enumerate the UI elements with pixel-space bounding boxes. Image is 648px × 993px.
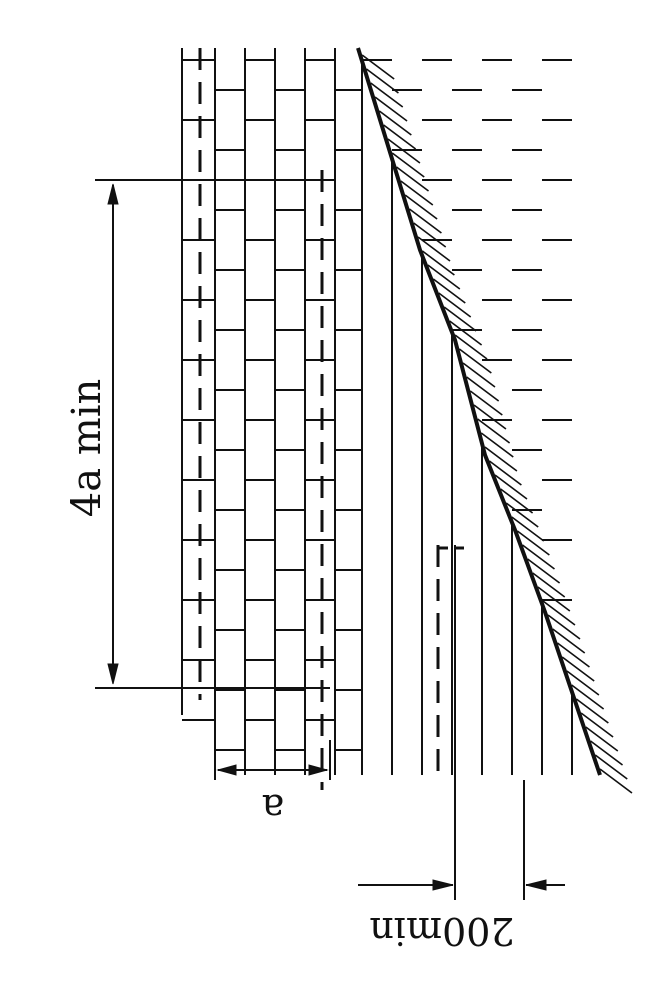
hatch-stroke [427, 264, 461, 290]
hatch-stroke [469, 390, 503, 416]
hatch-stroke [404, 194, 438, 220]
hatch-stroke [571, 684, 605, 710]
hatch-stroke [413, 222, 447, 248]
hatch-stroke [505, 502, 539, 528]
soil-hatching [361, 54, 633, 794]
hatch-stroke [438, 292, 472, 318]
hatch-stroke [547, 614, 581, 640]
hatch-stroke [454, 334, 488, 360]
hatch-stroke [383, 124, 417, 150]
arrow-head-bottom [107, 663, 119, 685]
hatch-stroke [466, 376, 500, 402]
hatch-stroke [594, 754, 628, 780]
hatch-stroke [552, 628, 586, 654]
hatch-stroke [575, 698, 609, 724]
label-a: a [262, 786, 285, 830]
label-200-min: 200min [369, 909, 514, 953]
hatch-stroke [585, 726, 619, 752]
hatch-stroke [391, 152, 425, 178]
hatch-stroke [590, 740, 624, 766]
brick-courses [181, 48, 573, 775]
hatch-stroke [396, 166, 430, 192]
hatch-stroke [522, 544, 555, 570]
label-4a-min: 4a min [64, 379, 110, 518]
hatch-stroke [580, 712, 614, 738]
arrow-head-top [107, 183, 119, 205]
hatch-stroke [473, 404, 507, 430]
hatch-stroke [458, 348, 492, 374]
hatch-stroke [488, 460, 522, 486]
hatch-stroke [566, 670, 600, 696]
hatch-stroke [561, 656, 595, 682]
hatch-stroke [408, 208, 442, 234]
reinforcement-dashed-lines [198, 48, 465, 790]
sloped-excavation-line [356, 47, 602, 776]
hatch-stroke [443, 306, 477, 332]
hatch-stroke [527, 558, 561, 584]
hatch-stroke [532, 572, 566, 598]
hatch-stroke [462, 362, 496, 388]
hatch-stroke [374, 96, 408, 122]
hatch-stroke [480, 432, 514, 458]
hatch-stroke [432, 278, 466, 304]
hatch-stroke [511, 516, 545, 542]
hatch-stroke [477, 418, 511, 444]
hatch-stroke [484, 446, 518, 472]
hatch-stroke [449, 320, 483, 346]
dimension-4a [95, 179, 330, 689]
hatch-stroke [599, 768, 633, 794]
hatch-stroke [421, 250, 455, 276]
hatch-stroke [542, 600, 576, 626]
hatch-stroke [370, 82, 404, 108]
hatch-stroke [400, 180, 434, 206]
hatch-stroke [378, 110, 412, 136]
hatch-stroke [556, 642, 590, 668]
dimension-200 [358, 545, 565, 900]
hatch-stroke [516, 530, 550, 556]
hatch-stroke [494, 474, 528, 500]
dimension-a [214, 740, 331, 780]
